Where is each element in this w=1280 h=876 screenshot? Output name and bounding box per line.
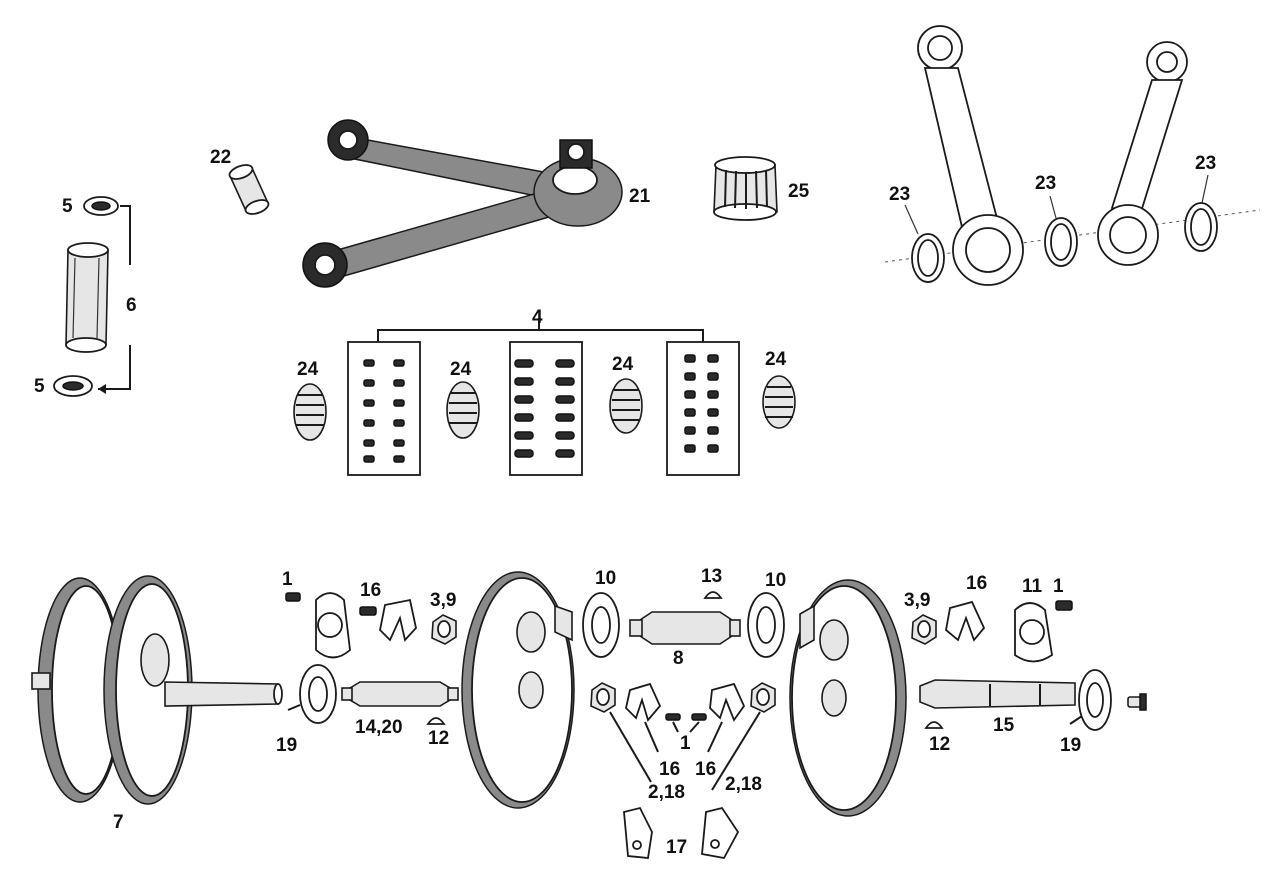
part-roller-cage-2 bbox=[446, 381, 480, 439]
part-roller-cage-3 bbox=[609, 378, 643, 434]
callout-8: 8 bbox=[673, 648, 684, 669]
part-key-12-left bbox=[426, 717, 446, 725]
part-tab-washer-16-mid-left bbox=[625, 682, 662, 722]
part-lock-plates-17 bbox=[623, 806, 740, 860]
part-roller-cage-1 bbox=[293, 383, 327, 441]
callout-2-18-left: 2,18 bbox=[648, 782, 685, 803]
callout-17: 17 bbox=[666, 837, 687, 858]
part-flywheel-right bbox=[789, 579, 907, 817]
callout-5-bottom: 5 bbox=[34, 376, 45, 397]
part-thrust-washer-10-right bbox=[747, 592, 785, 658]
callout-labels: 5 6 5 22 21 25 23 23 23 4 24 24 24 24 1 … bbox=[34, 147, 1216, 858]
callout-11: 11 bbox=[1022, 576, 1043, 597]
part-assembled-crankshaft bbox=[31, 575, 283, 805]
part-key-13 bbox=[703, 591, 723, 599]
part-roller-cage-4 bbox=[762, 375, 796, 429]
part-crank-pin-8 bbox=[629, 611, 741, 645]
part-nut-2-18-left bbox=[590, 682, 616, 713]
callout-1-right: 1 bbox=[1053, 576, 1064, 597]
callout-4: 4 bbox=[532, 307, 543, 328]
bracket-4 bbox=[377, 318, 704, 342]
bracket-6 bbox=[98, 205, 131, 390]
part-thrust-washer-10-left bbox=[582, 592, 620, 658]
callout-19-left: 19 bbox=[276, 735, 297, 756]
callout-3-9-right: 3,9 bbox=[904, 590, 930, 611]
part-nut-2-18-right bbox=[750, 682, 776, 713]
part-screw-1-right bbox=[1055, 600, 1073, 611]
callout-24-a: 24 bbox=[297, 359, 319, 380]
part-shaft-15 bbox=[919, 679, 1076, 709]
leader-arrows-middle bbox=[287, 704, 1083, 791]
callout-23-left: 23 bbox=[889, 184, 910, 205]
part-screw-right-end bbox=[1127, 693, 1147, 711]
callout-24-b: 24 bbox=[450, 359, 472, 380]
part-roller-set-box-1 bbox=[347, 341, 421, 476]
callout-21: 21 bbox=[629, 186, 651, 207]
callout-24-c: 24 bbox=[612, 354, 634, 375]
part-key-12-right bbox=[924, 721, 944, 729]
part-flywheel-left bbox=[461, 571, 575, 809]
callout-1-left: 1 bbox=[282, 569, 293, 590]
part-screw-1-left bbox=[285, 592, 301, 602]
callout-12-left: 12 bbox=[428, 728, 449, 749]
callout-15: 15 bbox=[993, 715, 1015, 736]
callout-10-right: 10 bbox=[765, 570, 786, 591]
callout-25: 25 bbox=[788, 181, 810, 202]
callout-23-mid: 23 bbox=[1035, 173, 1056, 194]
part-washer-top bbox=[83, 196, 119, 216]
part-crank-pin-14-20 bbox=[341, 681, 459, 707]
part-connecting-rods-with-bushes bbox=[884, 25, 1261, 286]
callout-22: 22 bbox=[210, 147, 231, 168]
callout-3-9-left: 3,9 bbox=[430, 590, 456, 611]
callout-19-right: 19 bbox=[1060, 735, 1081, 756]
callout-2-18-right: 2,18 bbox=[725, 774, 762, 795]
part-roller-set-box-2 bbox=[509, 341, 583, 476]
callout-16-left: 16 bbox=[360, 580, 381, 601]
part-washer-bottom bbox=[53, 375, 93, 397]
part-nut-3-9-right bbox=[911, 614, 937, 645]
part-thrust-washer-19-left bbox=[299, 664, 337, 724]
part-lock-plate-11-right bbox=[1014, 602, 1053, 663]
part-tab-washer-16-left bbox=[379, 598, 417, 642]
callout-7: 7 bbox=[113, 812, 124, 833]
callout-24-d: 24 bbox=[765, 349, 787, 370]
callout-23-right: 23 bbox=[1195, 153, 1216, 174]
callout-14-20: 14,20 bbox=[355, 717, 403, 738]
part-roller-set-box-3 bbox=[666, 341, 740, 476]
part-crank-pin bbox=[65, 242, 109, 353]
callout-16-right: 16 bbox=[966, 573, 987, 594]
part-bushing bbox=[228, 164, 270, 215]
part-nut-3-9-left bbox=[431, 614, 457, 645]
part-screws-1-mid bbox=[665, 713, 707, 721]
part-lock-plate-11-left bbox=[315, 592, 351, 659]
callout-10-left: 10 bbox=[595, 568, 616, 589]
callout-12-right: 12 bbox=[929, 734, 950, 755]
callout-5-top: 5 bbox=[62, 196, 73, 217]
part-needle-cage bbox=[713, 156, 778, 221]
arrow-head-5 bbox=[98, 384, 106, 394]
part-tab-washer-16-mid-right bbox=[709, 682, 746, 722]
callout-16-mid-right: 16 bbox=[695, 759, 716, 780]
part-connecting-rod-assembly bbox=[302, 119, 623, 288]
callout-13: 13 bbox=[701, 566, 722, 587]
callout-6: 6 bbox=[126, 295, 137, 316]
part-screw-16-left bbox=[359, 606, 377, 616]
part-thrust-washer-19-right bbox=[1078, 669, 1112, 731]
callout-16-mid-left: 16 bbox=[659, 759, 680, 780]
part-tab-washer-16-right bbox=[945, 600, 986, 642]
callout-1-mid: 1 bbox=[680, 733, 691, 754]
